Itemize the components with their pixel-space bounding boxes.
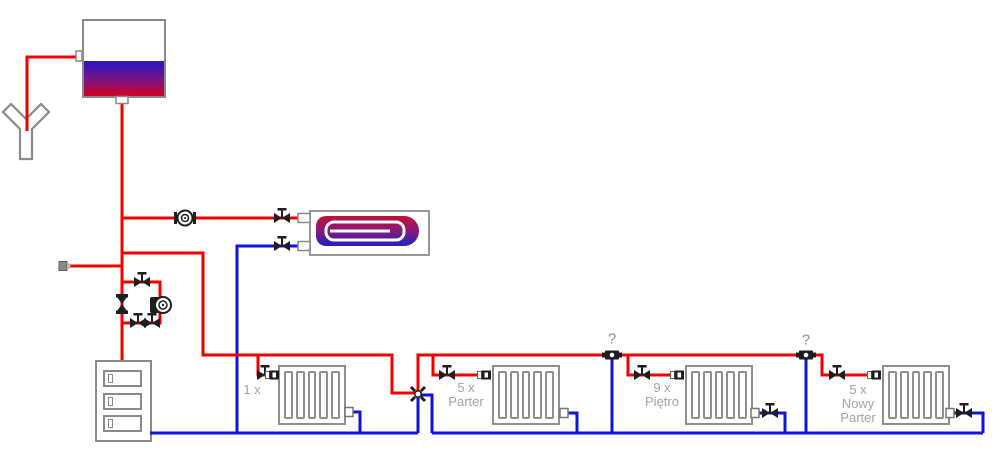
radiator-1-label: 1 x	[243, 382, 261, 397]
zone-tee-2-icon[interactable]	[796, 350, 816, 360]
radiator-2-outlet-icon[interactable]	[559, 407, 569, 419]
dhw-pump-icon[interactable]	[174, 209, 196, 227]
radiator-3-return-pipe[interactable]	[757, 411, 787, 433]
radiator-1-return-pipe[interactable]	[351, 410, 362, 433]
boiler-section-door	[108, 373, 113, 383]
radiator-2-valve-icon[interactable]	[439, 365, 455, 380]
radiator-2[interactable]	[492, 365, 560, 425]
bypass-bottom-valve-2-icon[interactable]	[144, 313, 160, 328]
boiler-section-door	[108, 396, 113, 406]
radiator-1-inlet-icon[interactable]	[265, 370, 280, 380]
boiler-section-door	[108, 419, 113, 429]
radiator-4-inlet-icon[interactable]	[867, 370, 882, 380]
radiator-panel	[295, 371, 305, 419]
radiator-panel	[923, 371, 933, 419]
radiator-2-branch-pipe[interactable]	[431, 355, 488, 377]
bypass-bottom-valve-1-icon[interactable]	[130, 313, 146, 328]
radiator-1-outlet-icon[interactable]	[344, 406, 354, 418]
radiator-3-outlet-icon[interactable]	[750, 407, 760, 419]
boiler-section	[103, 415, 142, 433]
radiator-panel	[509, 371, 519, 419]
radiator-2-inlet-icon[interactable]	[477, 370, 492, 380]
expansion-tank[interactable]	[82, 19, 166, 98]
radiator-panel	[911, 371, 921, 419]
radiator-panel	[738, 371, 747, 419]
heating-coil-icon	[324, 220, 406, 242]
crossing-return-link-pipe[interactable]	[416, 393, 434, 433]
radiator-panel	[307, 371, 317, 419]
radiator-3-return-valve-icon[interactable]	[762, 403, 778, 418]
cylinder-supply-port-icon[interactable]	[297, 212, 311, 224]
main-check-valve-icon[interactable]	[116, 294, 128, 314]
ch-supply-main-pipe[interactable]	[122, 251, 418, 395]
open-vent-funnel-icon[interactable]	[0, 103, 54, 163]
radiator-panel	[521, 371, 531, 419]
cylinder-return-pipe-pipe[interactable]	[235, 244, 298, 433]
radiator-panel	[691, 371, 700, 419]
radiator-panel	[702, 371, 712, 419]
safety-vent-pipe-pipe[interactable]	[25, 55, 80, 131]
boiler[interactable]	[95, 360, 152, 442]
tank-bottom-port-icon[interactable]	[115, 95, 129, 105]
radiator-3-inlet-icon[interactable]	[670, 370, 685, 380]
radiator-panel	[284, 371, 293, 419]
radiator-4[interactable]	[882, 365, 950, 425]
cylinder-gradient	[316, 216, 419, 246]
dhw-return-valve-icon[interactable]	[274, 236, 290, 251]
radiator-panel	[319, 371, 329, 419]
boiler-section	[103, 392, 142, 410]
radiator-2-return-pipe[interactable]	[566, 411, 579, 433]
radiator-4-valve-icon[interactable]	[829, 365, 845, 380]
radiator-panel	[498, 371, 507, 419]
cylinder-return-port-icon[interactable]	[297, 240, 311, 252]
circulation-pump-icon[interactable]	[150, 296, 172, 314]
warning-question-mark-2: ?	[801, 331, 811, 349]
radiator-1[interactable]	[278, 365, 346, 425]
radiator-3[interactable]	[685, 365, 753, 425]
drain-valve-icon[interactable]	[58, 261, 71, 271]
radiator-panel	[726, 371, 736, 419]
radiator-panel	[533, 371, 543, 419]
radiator-4-return-valve-icon[interactable]	[956, 403, 972, 418]
radiator-panel	[888, 371, 897, 419]
radiator-4-outlet-icon[interactable]	[945, 407, 955, 419]
pipe-crossing-icon[interactable]	[409, 385, 427, 403]
radiator-panel	[331, 371, 340, 419]
bypass-top-valve-icon[interactable]	[134, 272, 150, 287]
radiator-panel	[899, 371, 909, 419]
tank-water-gradient	[84, 61, 164, 96]
radiator-3-valve-icon[interactable]	[634, 365, 650, 380]
radiator-panel	[545, 371, 554, 419]
radiator-3-branch-pipe[interactable]	[626, 355, 681, 377]
dhw-cylinder[interactable]	[309, 210, 430, 256]
warning-question-mark-1: ?	[607, 330, 617, 348]
boiler-section	[103, 369, 142, 387]
dhw-supply-valve-icon[interactable]	[274, 208, 290, 223]
radiator-panel	[714, 371, 724, 419]
open-vent-port-icon[interactable]	[75, 50, 83, 62]
zone-tee-1-icon[interactable]	[602, 350, 622, 360]
radiator-panel	[935, 371, 944, 419]
